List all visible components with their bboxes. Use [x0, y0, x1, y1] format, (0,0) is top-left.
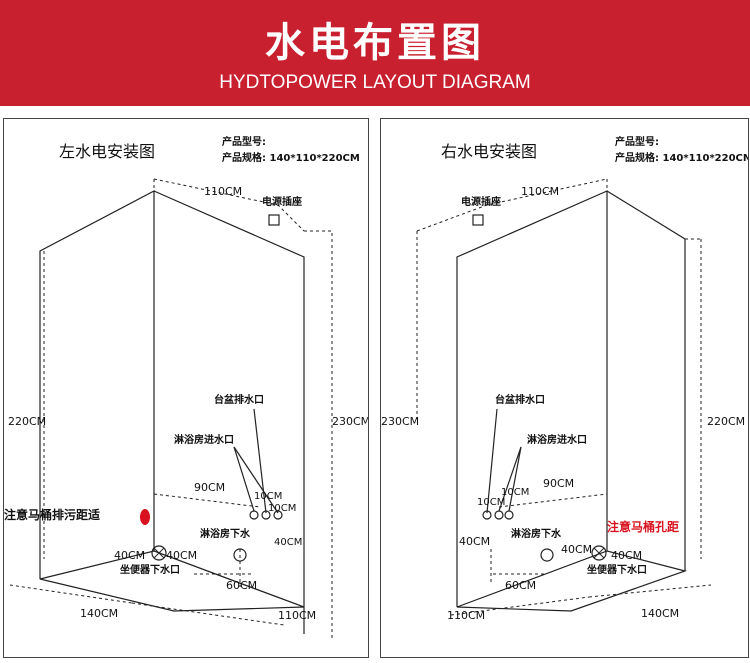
- right-power-socket-label: 电源插座: [461, 195, 501, 208]
- right-basin-drain-hole: [482, 510, 492, 520]
- right-shower-drain: [540, 548, 554, 562]
- left-diagram-panel: 左水电安装图 产品型号: 产品规格: 140*110*220CM 110CM 电…: [3, 118, 369, 658]
- header-banner: 水电布置图 HYDTOPOWER LAYOUT DIAGRAM: [0, 0, 750, 106]
- left-dim-90: 90CM: [194, 481, 225, 494]
- right-dim-height-left: 230CM: [381, 415, 419, 428]
- left-dim-height-right: 230CM: [332, 415, 368, 428]
- right-dim-140: 140CM: [641, 607, 679, 620]
- right-title: 右水电安装图: [441, 142, 537, 161]
- left-dim-10b: 10CM: [268, 503, 296, 514]
- right-basin-drain-label: 台盆排水口: [495, 393, 545, 406]
- left-dim-140: 140CM: [80, 607, 118, 620]
- left-model-label: 产品型号:: [222, 135, 266, 148]
- left-dim-top: 110CM: [204, 185, 242, 198]
- left-power-socket-label: 电源插座: [262, 195, 302, 208]
- right-diagram-panel: 右水电安装图 产品型号: 产品规格: 140*110*220CM 110CM 电…: [380, 118, 749, 658]
- right-dim-90: 90CM: [543, 477, 574, 490]
- right-spec-label: 产品规格: 140*110*220CM: [615, 151, 748, 164]
- left-basin-drain-hole: [273, 510, 283, 520]
- right-note: 注意马桶孔距: [607, 519, 679, 534]
- left-dim-40b: 40CM: [166, 549, 197, 562]
- left-diagram: 左水电安装图 产品型号: 产品规格: 140*110*220CM 110CM 电…: [4, 135, 368, 639]
- left-back-wall: [39, 190, 155, 579]
- left-side-wall: [153, 190, 305, 634]
- right-dim-40b: 40CM: [611, 549, 642, 562]
- left-dim-60: 60CM: [226, 579, 257, 592]
- left-inlet-hole-2: [261, 510, 271, 520]
- left-floor: [39, 550, 305, 612]
- left-basin-drain-label: 台盆排水口: [214, 393, 264, 406]
- left-spec-label: 产品规格: 140*110*220CM: [222, 151, 360, 164]
- right-dim-40v: 40CM: [459, 535, 490, 548]
- right-back-wall: [606, 190, 686, 571]
- right-inlet-hole-2: [504, 510, 514, 520]
- right-floor: [456, 550, 688, 612]
- left-dim-110: 110CM: [278, 609, 316, 622]
- page-title: 水电布置图: [265, 20, 485, 66]
- left-note: 注意马桶排污距适: [4, 507, 100, 522]
- right-toilet-drain-label: 坐便器下水口: [587, 563, 647, 576]
- left-toilet-drain: [151, 545, 167, 561]
- right-dim-60: 60CM: [505, 579, 536, 592]
- left-dim-40v: 40CM: [274, 537, 302, 548]
- right-inlet-label: 淋浴房进水口: [527, 433, 587, 446]
- right-toilet-drain: [591, 545, 607, 561]
- left-toilet-drain-label: 坐便器下水口: [120, 563, 180, 576]
- right-side-wall: [456, 190, 608, 607]
- left-dim-10a: 10CM: [254, 491, 282, 502]
- right-shower-drain-label: 淋浴房下水: [511, 527, 562, 540]
- right-inlet-hole-1: [494, 510, 504, 520]
- right-power-socket: [472, 214, 484, 226]
- left-inlet-hole-1: [249, 510, 259, 520]
- right-model-label: 产品型号:: [615, 135, 659, 148]
- right-dim-40a: 40CM: [561, 543, 592, 556]
- page-subtitle: HYDTOPOWER LAYOUT DIAGRAM: [219, 72, 531, 93]
- right-dim-10a: 10CM: [477, 497, 505, 508]
- left-power-socket: [268, 214, 280, 226]
- left-note-marker: [140, 509, 150, 525]
- left-title: 左水电安装图: [59, 142, 155, 161]
- right-dim-10b: 10CM: [501, 487, 529, 498]
- right-dim-height-right: 220CM: [707, 415, 745, 428]
- left-shower-drain: [233, 548, 247, 562]
- right-diagram: 右水电安装图 产品型号: 产品规格: 140*110*220CM 110CM 电…: [381, 135, 748, 622]
- right-dim-top: 110CM: [521, 185, 559, 198]
- left-dim-height-left: 220CM: [8, 415, 46, 428]
- left-shower-drain-label: 淋浴房下水: [200, 527, 251, 540]
- left-dim-40a: 40CM: [114, 549, 145, 562]
- right-dim-110: 110CM: [447, 609, 485, 622]
- left-inlet-label: 淋浴房进水口: [174, 433, 234, 446]
